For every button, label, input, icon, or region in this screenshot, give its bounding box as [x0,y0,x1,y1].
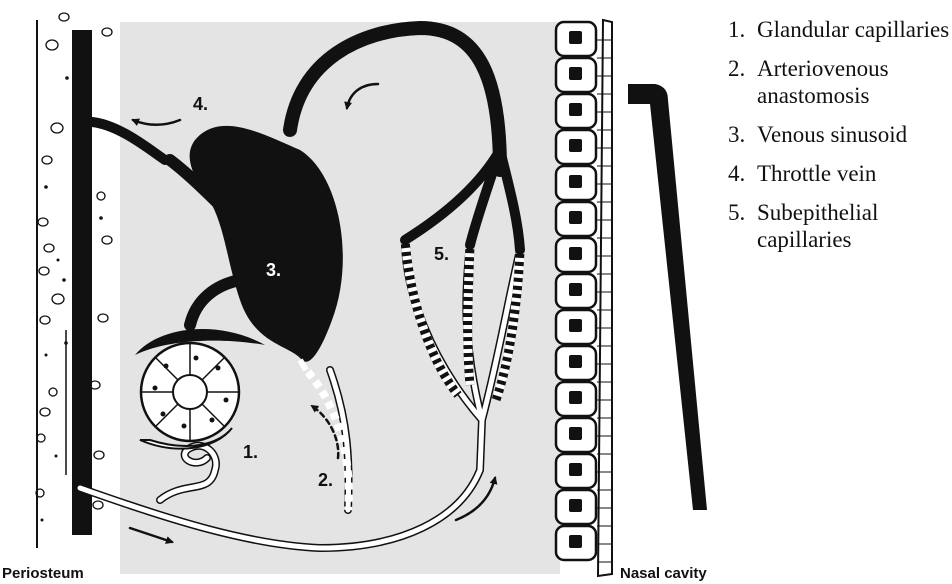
legend: 1.Glandular capillaries 2.Arteriovenous … [728,16,950,265]
legend-item: 5.Subepithelial capillaries [728,199,950,253]
legend-item: 3.Venous sinusoid [728,121,950,148]
label-subepithelial-capillaries: 5. [434,244,449,264]
label-nasal-cavity: Nasal cavity [620,565,707,582]
label-glandular-capillaries: 1. [243,442,258,462]
gland [141,343,239,441]
scale-bar [628,84,707,510]
label-venous-sinusoid: 3. [266,260,281,280]
epithelium [556,20,612,576]
legend-item: 4.Throttle vein [728,160,950,187]
label-periosteum: Periosteum [2,565,84,582]
periosteum-bone [36,13,112,548]
legend-item: 2.Arteriovenous anastomosis [728,55,950,109]
legend-item: 1.Glandular capillaries [728,16,950,43]
label-throttle-vein: 4. [193,94,208,114]
label-arteriovenous-anastomosis: 2. [318,470,333,490]
